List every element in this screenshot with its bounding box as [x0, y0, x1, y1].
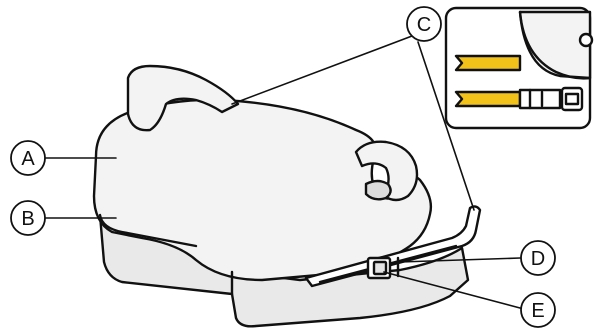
callout-e-label: E: [531, 300, 544, 322]
callout-d-label: D: [531, 248, 545, 270]
callout-b-label: B: [21, 208, 34, 230]
strap-lower: [456, 92, 520, 106]
connector-clip: [520, 90, 560, 108]
inset-knob: [580, 34, 592, 46]
callout-a-label: A: [21, 148, 35, 170]
armrest-right-recess: [366, 181, 391, 199]
connector-detail-inset: [446, 8, 592, 128]
leader-c1: [232, 36, 412, 104]
release-button: [368, 258, 390, 278]
callout-c-label: C: [417, 14, 431, 36]
booster-seat: [94, 66, 468, 326]
strap-upper: [456, 56, 520, 70]
